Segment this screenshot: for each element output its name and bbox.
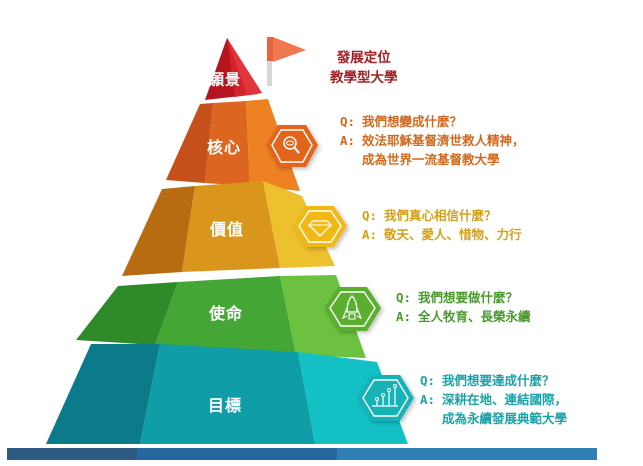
answer-line: 全人牧育、長榮永續 [418, 309, 531, 324]
vision-note-line2: 教學型大學 [330, 70, 398, 86]
answer-line: 深耕在地、連結國際， [442, 392, 568, 407]
layer-label-vision: 願景 [208, 70, 242, 89]
qa-mission: Q: 我們想要做什麼？ A: 全人牧育、長榮永續 [396, 288, 531, 326]
growth-chart-icon [357, 375, 414, 421]
layer-label-mission: 使命 [208, 304, 244, 323]
qa-core: Q: 我們想變成什麼？ A: 效法耶穌基督濟世救人精神， 成為世界一流基督教大學 [340, 112, 525, 169]
base-bar [7, 448, 597, 460]
answer-line: 成為世界一流基督教大學 [362, 152, 500, 167]
q-prefix: Q: [340, 114, 356, 129]
layer-label-core: 核心 [206, 138, 242, 157]
qa-value: Q: 我們真心相信什麼？ A: 敬天、愛人、惜物、力行 [362, 206, 522, 244]
q-prefix: Q: [420, 373, 436, 388]
answer-line: 敬天、愛人、惜物、力行 [384, 227, 522, 242]
a-prefix: A: [362, 227, 378, 242]
question-text: 我們想變成什麼？ [362, 114, 463, 129]
qa-goal: Q: 我們想要達成什麼？ A: 深耕在地、連結國際， 成為永續發展典範大學 [420, 371, 567, 428]
diamond-icon [293, 206, 347, 247]
layer-vision [205, 38, 262, 100]
a-prefix: A: [420, 392, 436, 407]
vision-note-line1: 發展定位 [336, 50, 391, 66]
answer-line: 成為永續發展典範大學 [442, 411, 568, 426]
answer-line: 效法耶穌基督濟世救人精神， [362, 133, 525, 148]
layer-label-value: 價值 [209, 220, 245, 239]
magnifier-eye-icon [266, 125, 318, 167]
a-prefix: A: [340, 133, 356, 148]
vision-note: 發展定位 教學型大學 [330, 48, 398, 88]
flag-icon [267, 37, 306, 86]
question-text: 我們想要做什麼？ [418, 290, 519, 305]
q-prefix: Q: [362, 208, 378, 223]
layer-mission [76, 275, 366, 358]
a-prefix: A: [396, 309, 412, 324]
question-text: 我們真心相信什麼？ [384, 208, 497, 223]
layer-label-goal: 目標 [207, 396, 243, 415]
q-prefix: Q: [396, 290, 412, 305]
question-text: 我們想要達成什麼？ [442, 373, 555, 388]
rocket-icon [324, 287, 381, 331]
